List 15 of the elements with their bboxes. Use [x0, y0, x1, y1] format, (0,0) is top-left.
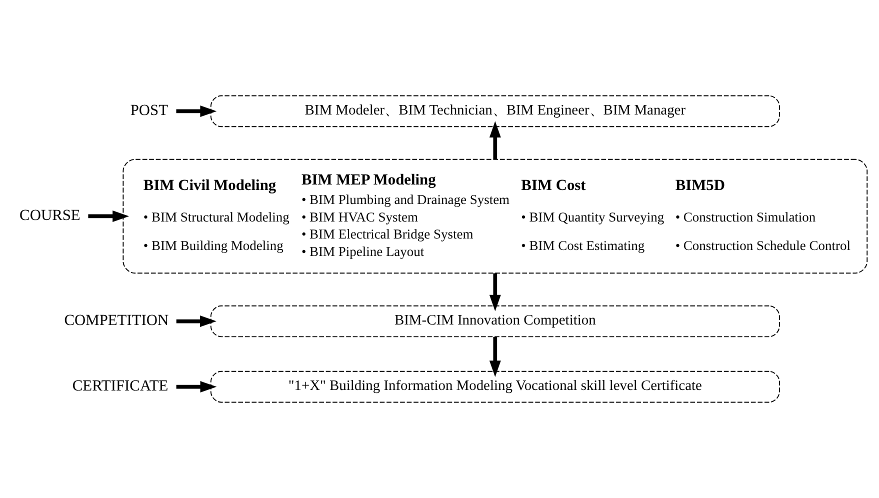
node-box: "1+X" Building Information Modeling Vocational skill level Certificate: [210, 370, 780, 403]
arrow: [489, 337, 501, 377]
node-text: COURSE: [20, 206, 80, 224]
node-text: COMPETITION: [64, 312, 169, 329]
arrow: [489, 273, 501, 312]
node-box: BIM-CIM Innovation Competition: [210, 305, 780, 338]
arrow: [489, 121, 501, 160]
arrow: [88, 210, 129, 222]
arrow: [176, 381, 217, 393]
arrow: [176, 105, 217, 117]
node-text: CERTIFICATE: [72, 377, 168, 394]
node-box: BIM Civil Modeling • BIM Structural Modeling • BIM Building Modeling BIM MEP Modeling • BIM Plumbing and Drainage System • BIM HVAC System • BIM Electrical Bridge System • BIM Pipeline Layout BIM Cost • BIM Quantity Surveying • BIM Cost Estimating BIM5D • Construction Simulation • Construction Schedule Control: [122, 158, 868, 274]
arrow: [176, 316, 216, 328]
node-text: POST: [130, 102, 168, 119]
node-box: BIM Modeler、BIM Technician、BIM Engineer、BIM Manager: [210, 95, 780, 128]
